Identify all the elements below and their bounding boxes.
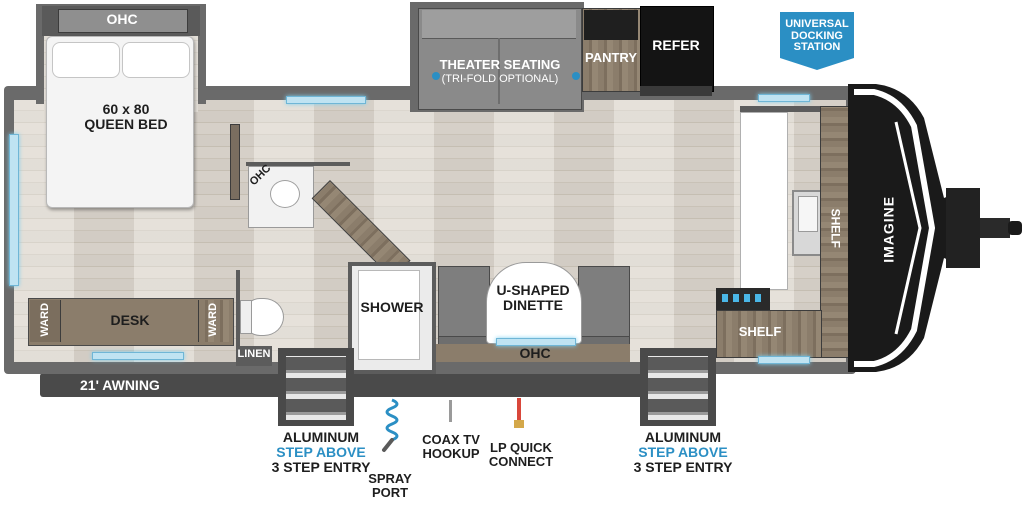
living-window-top — [286, 96, 366, 104]
docking-station-badge — [780, 12, 854, 70]
shower-pan — [358, 270, 420, 360]
step-left-line1: ALUMINUM — [282, 429, 360, 445]
kitchen-window-bottom — [758, 356, 810, 364]
dinette-table — [486, 262, 582, 344]
spray-port-label: SPRAY PORT — [368, 471, 412, 500]
spray-port-hose-icon — [382, 398, 399, 452]
brand-label: IMAGINE — [880, 195, 897, 263]
desk-label: DESK — [110, 312, 150, 328]
ward-right-cabinet — [198, 300, 231, 342]
bed-ohc-panel — [58, 9, 188, 33]
rear-window — [9, 134, 19, 286]
kitchen-sink-basin — [798, 196, 818, 232]
theater-cupholder-left — [432, 72, 440, 80]
bath-wall-left — [236, 270, 240, 366]
ward-right-label: WARD — [207, 302, 220, 337]
coax-label: COAX TV HOOKUP — [422, 432, 480, 461]
linen-label: LINEN — [237, 348, 271, 360]
front-cap — [848, 84, 1022, 372]
dinette-label: U-SHAPED DINETTE — [496, 282, 570, 313]
shower-label: SHOWER — [360, 299, 424, 315]
ward-left-label: WARD — [39, 302, 52, 337]
kitchen-window-top — [758, 94, 810, 102]
refrigerator-base — [640, 86, 712, 96]
stove-burners — [722, 294, 766, 302]
linen-cabinet — [236, 346, 272, 366]
entry-step-left-treads — [286, 356, 346, 420]
entry-step-right-treads — [648, 356, 708, 420]
theater-sublabel: (TRI-FOLD OPTIONAL) — [441, 73, 559, 85]
pantry-label: PANTRY — [585, 50, 637, 65]
refrigerator-label: REFER — [652, 37, 700, 53]
lp-connector-tip-icon — [514, 420, 524, 428]
docking-station-label: UNIVERSAL DOCKING STATION — [785, 18, 849, 54]
refrigerator — [640, 6, 714, 92]
toilet-tank — [240, 300, 252, 334]
step-left-line2: STEP ABOVE — [276, 444, 366, 460]
kitchen-shelf — [716, 310, 822, 358]
lp-label: LP QUICK CONNECT — [488, 440, 554, 469]
kitchen-shelf-label: SHELF — [738, 324, 782, 339]
ward-left-cabinet — [30, 300, 61, 342]
step-right-line1: ALUMINUM — [644, 429, 722, 445]
desk-window — [92, 352, 184, 360]
front-shelf-label: SHELF — [828, 208, 843, 248]
pantry-top — [584, 10, 638, 40]
bath-partition — [230, 124, 240, 200]
pillow-left — [52, 42, 120, 78]
bath-wall-top — [246, 162, 350, 166]
theater-cupholder-right — [572, 72, 580, 80]
step-left-line3: 3 STEP ENTRY — [271, 459, 371, 475]
theater-seat-divider — [498, 38, 500, 104]
bed-label: 60 x 80 QUEEN BED — [84, 101, 168, 132]
kitchen-counter-white — [740, 112, 788, 290]
coax-cable-icon — [449, 400, 452, 422]
step-right-line3: 3 STEP ENTRY — [633, 459, 733, 475]
dinette-ohc-label: OHC — [519, 345, 551, 361]
theater-label: THEATER SEATING — [439, 57, 561, 72]
bed-ohc-label: OHC — [106, 11, 138, 27]
pillow-right — [122, 42, 190, 78]
awning-label: 21' AWNING — [80, 377, 160, 393]
step-right-line2: STEP ABOVE — [638, 444, 728, 460]
theater-seat-back — [422, 10, 576, 39]
kitchen-counter-top — [740, 106, 820, 112]
bath-sink — [270, 180, 300, 208]
lp-connector-icon — [517, 398, 521, 424]
dinette-ohc-bar — [436, 344, 630, 362]
dinette-window — [496, 338, 576, 346]
